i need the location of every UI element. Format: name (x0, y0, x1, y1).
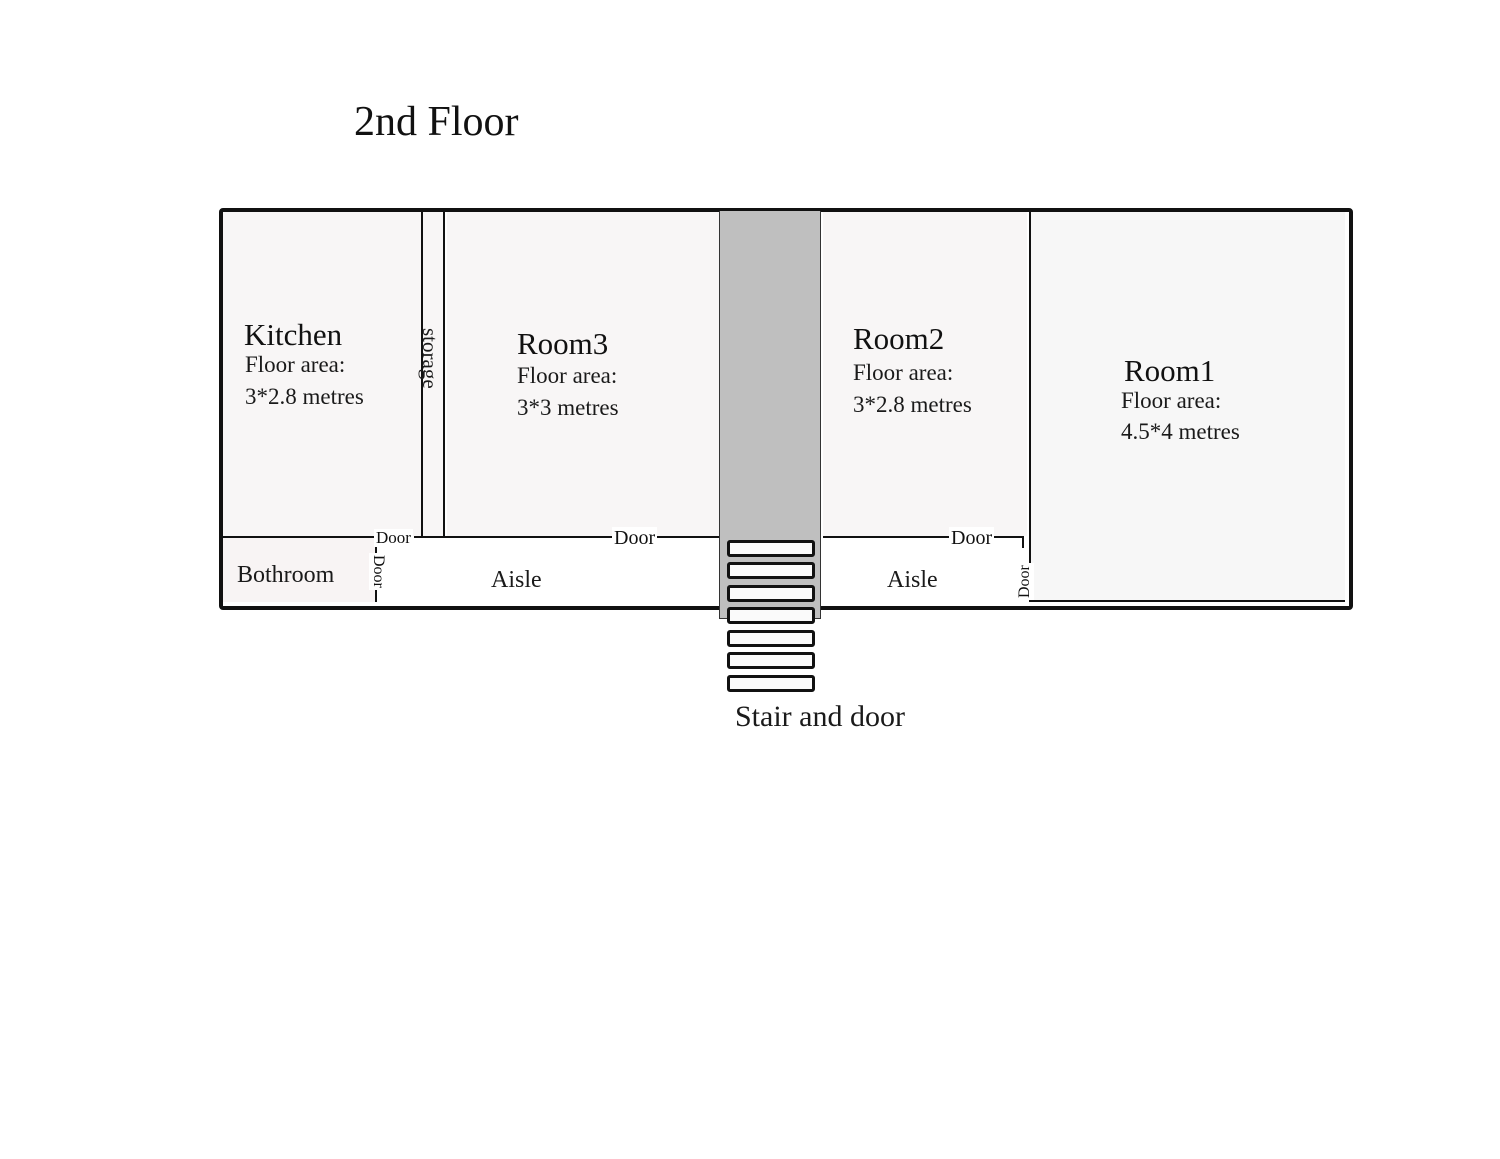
room2-name: Room2 (853, 321, 945, 356)
room-3 (447, 212, 719, 536)
room-1 (1029, 212, 1345, 602)
stair-step (727, 652, 815, 669)
stair-step (727, 630, 815, 647)
room3-name: Room3 (517, 326, 609, 361)
stair-step (727, 585, 815, 602)
door-kitchen: Door (374, 528, 413, 547)
room1-name: Room1 (1124, 353, 1216, 388)
door-room1: Door (1016, 563, 1034, 600)
room3-area-label: Floor area: (517, 363, 618, 388)
door-room3: Door (612, 527, 658, 549)
bathroom-name: Bothroom (237, 562, 335, 588)
room1-area-label: Floor area: (1121, 388, 1222, 413)
room2-area-label: Floor area: (853, 360, 954, 385)
door-bathroom: Door (369, 553, 387, 590)
aisle-left: Aisle (491, 567, 542, 593)
wall-kitchen-bottom (223, 536, 375, 538)
room1-area: 4.5*4 metres (1121, 419, 1240, 444)
wall-room2-right (1022, 536, 1024, 548)
stair-step (727, 540, 815, 557)
room3-area: 3*3 metres (517, 395, 619, 420)
floor-title: 2nd Floor (354, 99, 519, 145)
room-bathroom (223, 538, 375, 602)
room-kitchen (223, 212, 421, 536)
stair-step (727, 562, 815, 579)
stair-step (727, 675, 815, 692)
wall-room2-bottom (823, 536, 1023, 538)
wall-storage-bottom (414, 536, 719, 538)
door-room2: Door (949, 527, 995, 549)
storage-name: storage (418, 328, 442, 389)
kitchen-area-label: Floor area: (245, 352, 346, 377)
kitchen-name: Kitchen (244, 317, 343, 352)
stair-step (727, 607, 815, 624)
stairwell (719, 211, 821, 619)
room-2 (823, 212, 1027, 536)
room2-area: 3*2.8 metres (853, 392, 972, 417)
room-storage (421, 212, 445, 536)
kitchen-area: 3*2.8 metres (245, 384, 364, 409)
aisle-right: Aisle (887, 567, 938, 593)
stair-label: Stair and door (735, 700, 905, 733)
